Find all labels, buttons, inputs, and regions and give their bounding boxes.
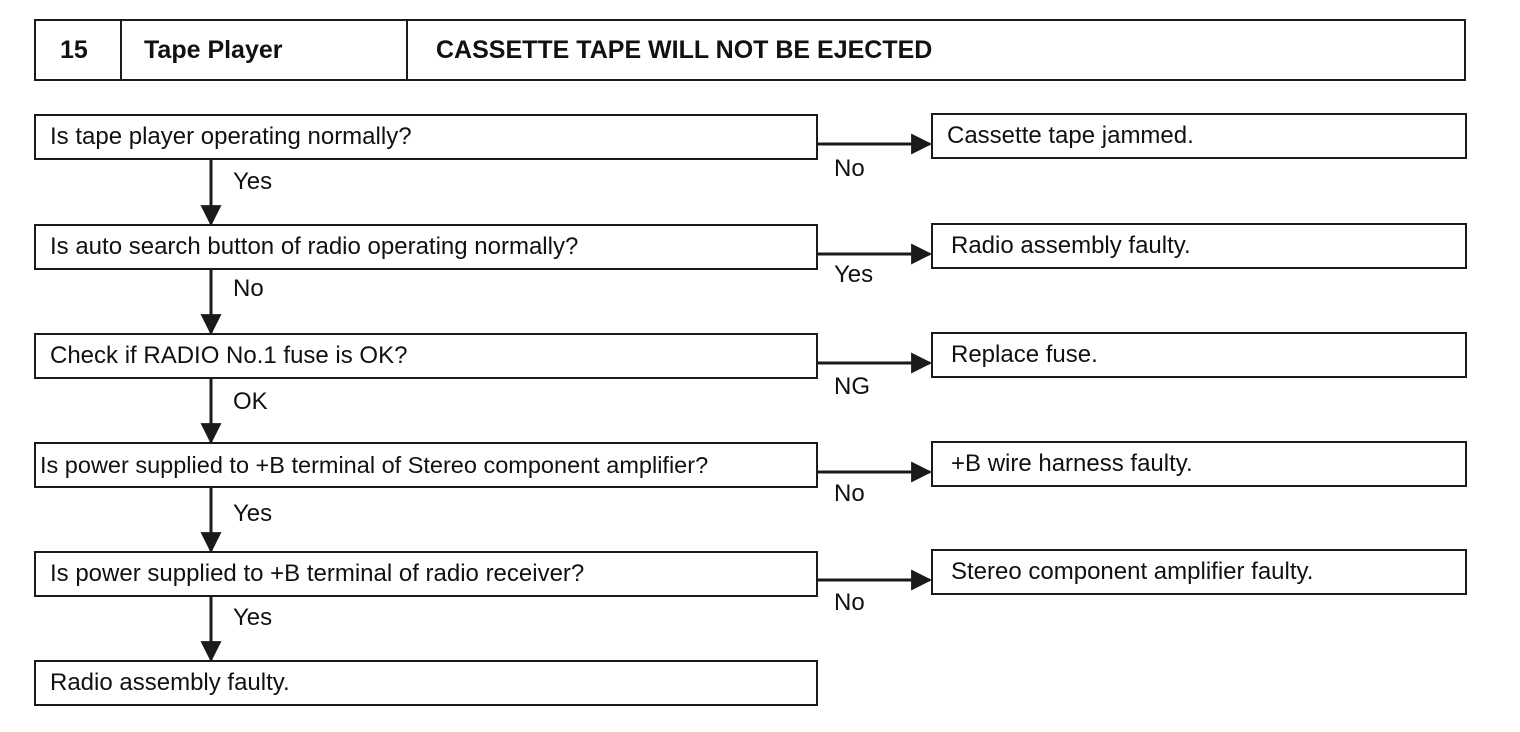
result-box-2: Radio assembly faulty. — [931, 223, 1467, 269]
procedure-category: Tape Player — [122, 21, 408, 79]
procedure-title: CASSETTE TAPE WILL NOT BE EJECTED — [436, 35, 933, 64]
side-label-4: No — [834, 480, 865, 507]
question-box-4: Is power supplied to +B terminal of Ster… — [34, 442, 818, 488]
side-label-5: No — [834, 589, 865, 616]
result-box-1: Cassette tape jammed. — [931, 113, 1467, 159]
down-label-4: Yes — [233, 500, 273, 527]
down-label-3: OK — [233, 388, 268, 415]
question-box-5: Is power supplied to +B terminal of radi… — [34, 551, 818, 597]
result-box-3: Replace fuse. — [931, 332, 1467, 378]
procedure-header: 15 Tape Player CASSETTE TAPE WILL NOT BE… — [34, 19, 1466, 81]
down-label-2: No — [233, 275, 264, 302]
side-label-2: Yes — [834, 261, 874, 288]
result-box-5: Stereo component amplifier faulty. — [931, 549, 1467, 595]
down-label-1: Yes — [233, 168, 273, 195]
procedure-number: 15 — [36, 21, 122, 79]
side-label-1: No — [834, 155, 865, 182]
final-result-box: Radio assembly faulty. — [34, 660, 818, 706]
result-box-4: +B wire harness faulty. — [931, 441, 1467, 487]
question-box-1: Is tape player operating normally? — [34, 114, 818, 160]
down-label-5: Yes — [233, 604, 273, 631]
question-box-2: Is auto search button of radio operating… — [34, 224, 818, 270]
question-box-3: Check if RADIO No.1 fuse is OK? — [34, 333, 818, 379]
side-label-3: NG — [834, 373, 870, 400]
